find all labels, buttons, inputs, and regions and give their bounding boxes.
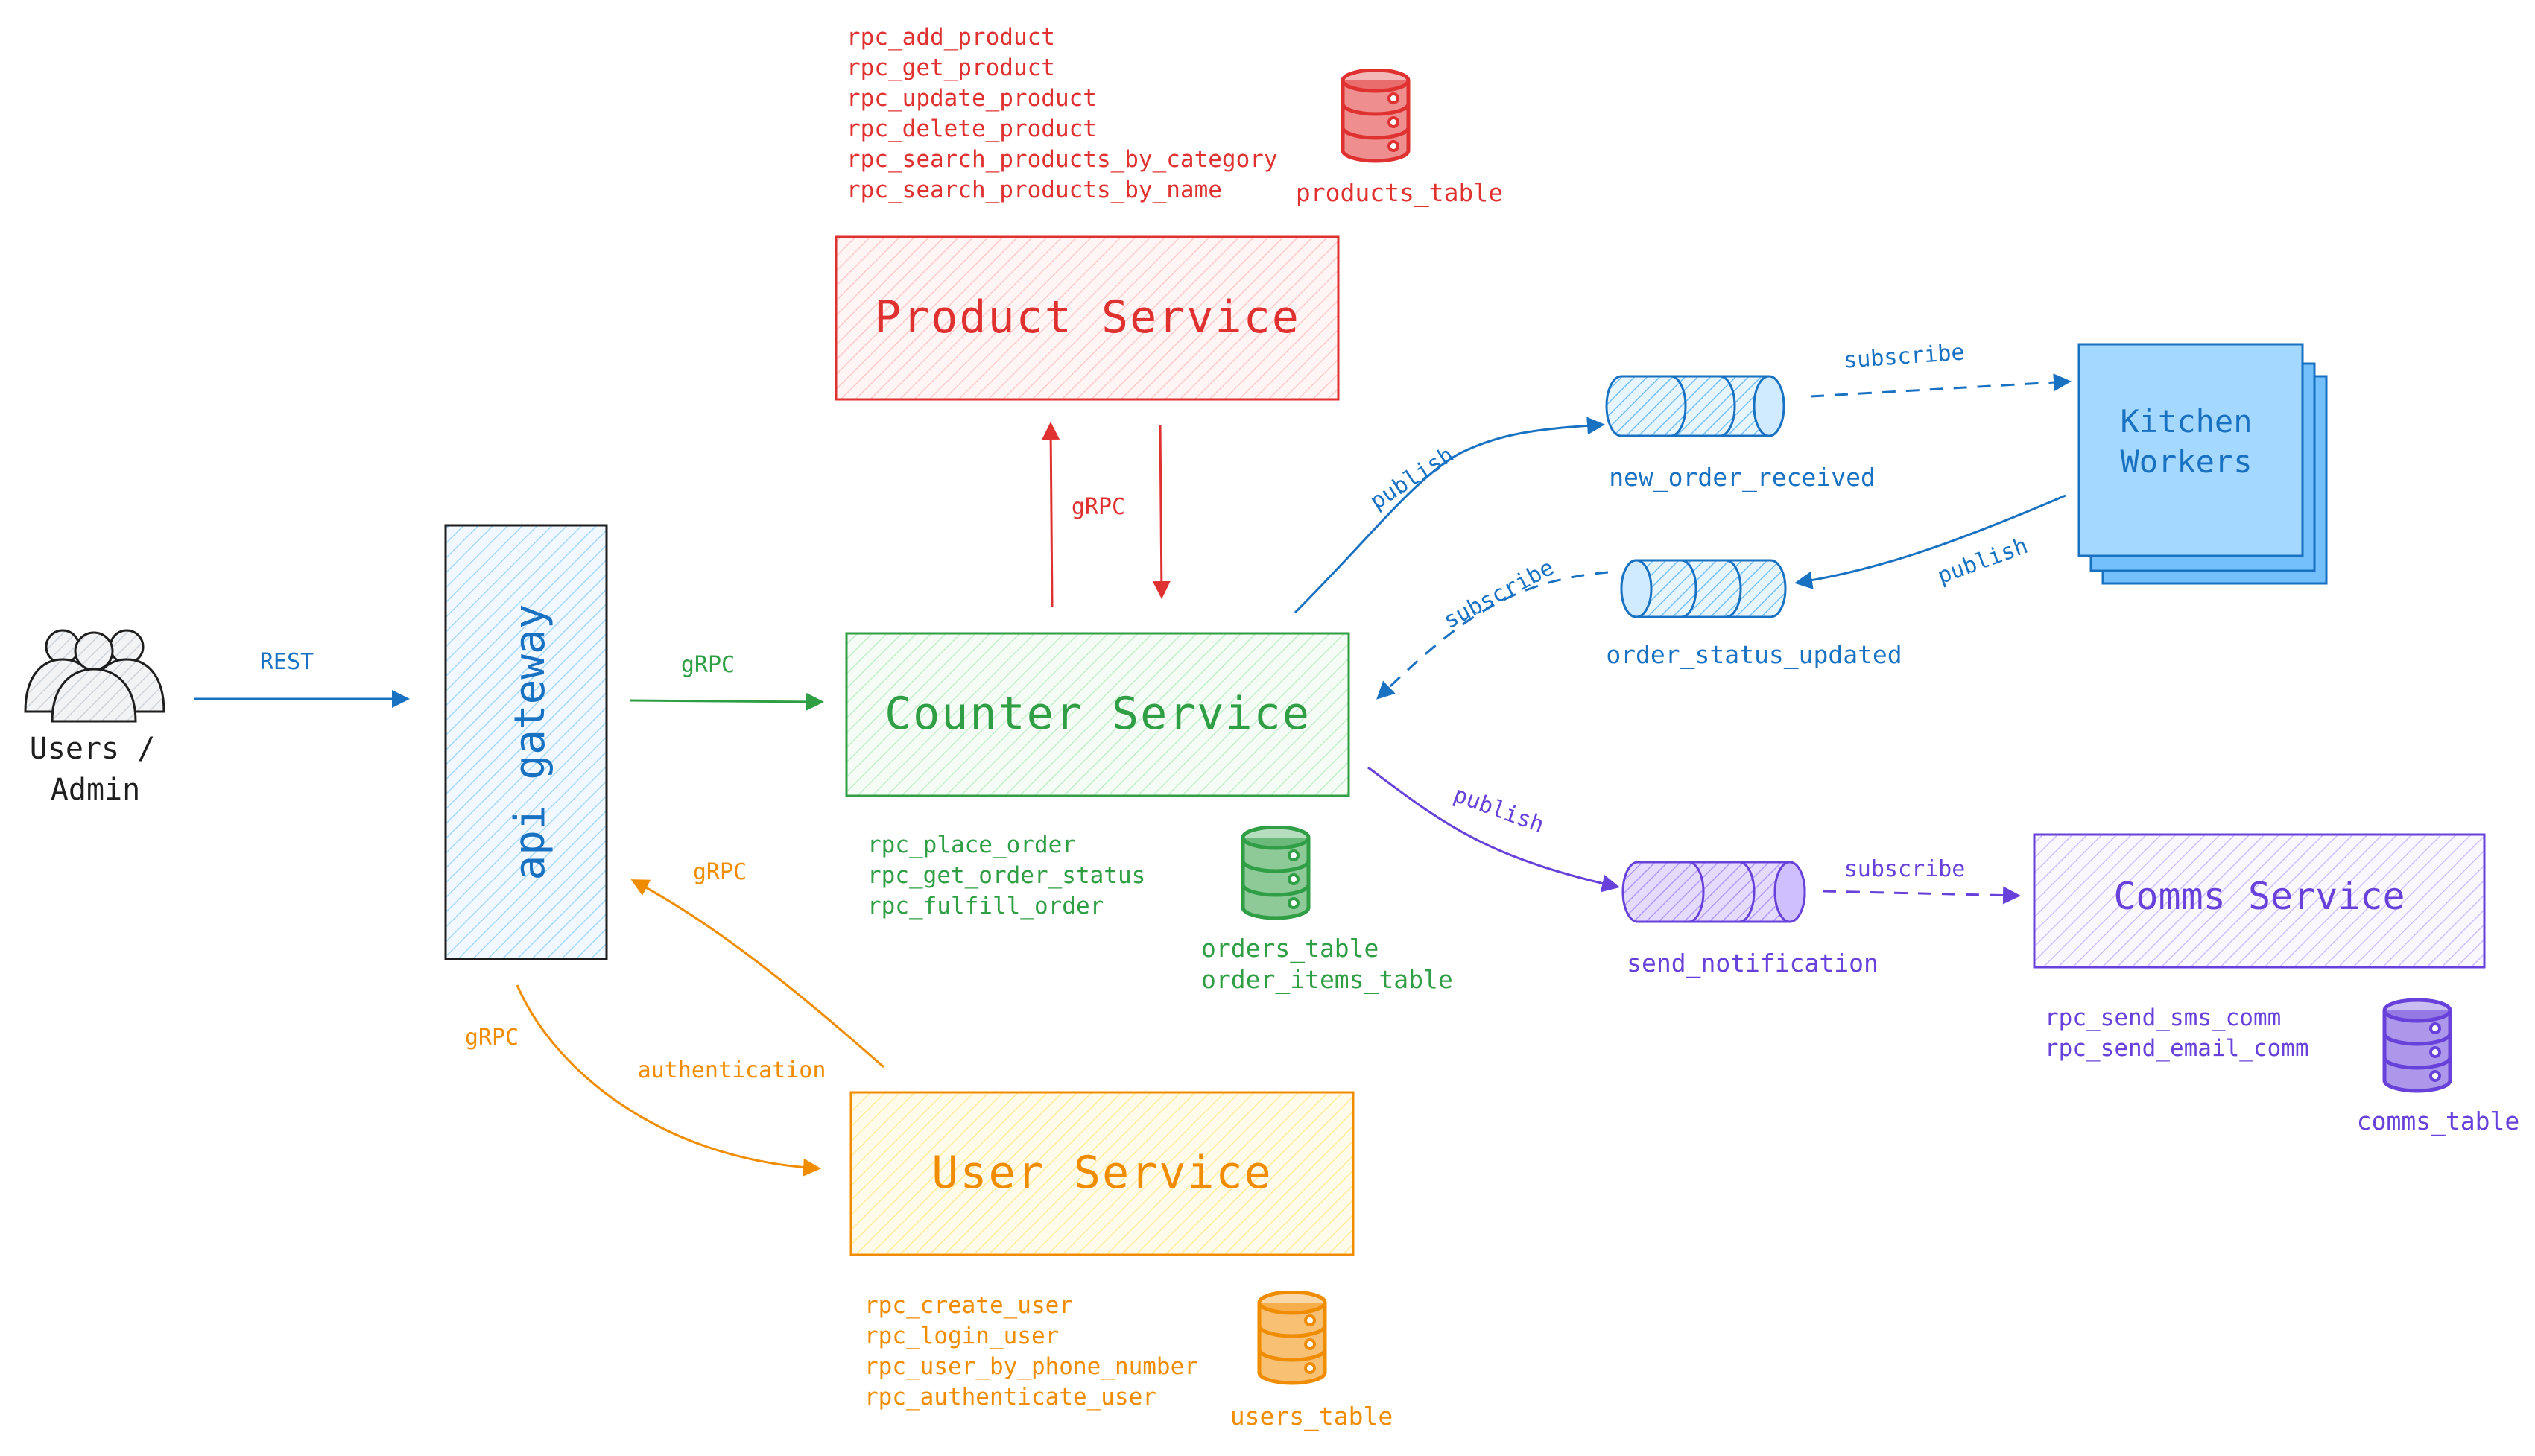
database-icon <box>1343 70 1408 161</box>
queue-send-notification[interactable]: send_notification <box>1621 861 1879 978</box>
counter-service-title: Counter Service <box>884 688 1311 740</box>
api-gateway[interactable]: api gateway <box>444 524 608 960</box>
product-rpc-2: rpc_get_product <box>846 54 1055 81</box>
counter-rpc-1: rpc_place_order <box>867 832 1076 858</box>
edge-kitchen-subscribe-new-order: subscribe <box>1810 339 2072 398</box>
comms-table-label: comms_table <box>2357 1107 2520 1136</box>
edge-kitchen-publish-status: publish <box>1794 494 2066 589</box>
edge-counter-product: gRPC <box>1042 422 1171 608</box>
product-rpc-6: rpc_search_products_by_name <box>846 177 1222 203</box>
order-items-table-label: order_items_table <box>1201 965 1453 995</box>
user-service[interactable]: User Service <box>849 1091 1355 1256</box>
product-service-title: Product Service <box>874 291 1300 344</box>
kitchen-workers[interactable]: Kitchen Workers <box>2077 343 2328 585</box>
edge-label-publish-new-order: publish <box>1365 442 1458 515</box>
user-rpc-3: rpc_user_by_phone_number <box>864 1353 1198 1380</box>
edge-gateway-to-counter: gRPC <box>629 652 824 711</box>
kitchen-workers-line2: Workers <box>2120 443 2252 480</box>
user-service-rpc-list: rpc_create_user rpc_login_user rpc_user_… <box>864 1292 1198 1411</box>
products-table-db: products_table <box>1296 70 1503 208</box>
database-icon <box>1243 827 1308 918</box>
queue-icon <box>1620 559 1787 618</box>
edge-label-grpc-counter-product: gRPC <box>1072 494 1125 520</box>
comms-service-rpc-list: rpc_send_sms_comm rpc_send_email_comm <box>2045 1004 2309 1062</box>
edge-users-to-gateway: REST <box>194 649 410 708</box>
user-rpc-2: rpc_login_user <box>864 1323 1059 1349</box>
product-rpc-3: rpc_update_product <box>846 85 1097 112</box>
database-icon <box>2384 1000 2450 1091</box>
comms-table-db: comms_table <box>2357 1000 2520 1136</box>
edge-user-to-gateway: gRPC <box>630 859 884 1069</box>
users-label-line1: Users / <box>30 732 156 766</box>
edge-label-grpc-user-gateway: gRPC <box>693 859 747 885</box>
edge-label-grpc-gateway-user: gRPC <box>465 1025 519 1051</box>
counter-rpc-2: rpc_get_order_status <box>867 862 1145 889</box>
edge-label-grpc-gateway-counter: gRPC <box>681 652 735 678</box>
comms-rpc-2: rpc_send_email_comm <box>2045 1035 2309 1062</box>
queue-new-order-received[interactable]: new_order_received <box>1605 375 1876 493</box>
edge-label-publish-notification: publish <box>1450 782 1548 838</box>
product-rpc-1: rpc_add_product <box>846 24 1055 51</box>
users-admin-actor[interactable]: Users / Admin <box>24 629 165 807</box>
queue-icon <box>1621 861 1806 923</box>
queue-icon <box>1605 375 1785 437</box>
queue-label-send-notification: send_notification <box>1627 949 1879 978</box>
edge-label-subscribe-kitchen: subscribe <box>1843 339 1966 373</box>
edge-label-authentication: authentication <box>638 1057 826 1083</box>
edge-comms-subscribe-notification: subscribe <box>1822 856 2021 905</box>
queue-label-order-status: order_status_updated <box>1606 640 1902 670</box>
comms-service-title: Comms Service <box>2113 875 2405 918</box>
counter-service[interactable]: Counter Service <box>845 632 1350 797</box>
queue-order-status-updated[interactable]: order_status_updated <box>1606 559 1902 670</box>
edge-counter-publish-notification: publish <box>1367 766 1620 893</box>
orders-table-db: orders_table order_items_table <box>1201 827 1453 995</box>
edge-gateway-to-user: gRPC authentication <box>465 984 826 1177</box>
edge-counter-publish-new-order: publish <box>1294 417 1605 614</box>
users-table-label: users_table <box>1230 1402 1393 1431</box>
database-icon <box>1259 1292 1325 1383</box>
product-rpc-5: rpc_search_products_by_category <box>846 146 1278 173</box>
product-service[interactable]: Product Service <box>835 235 1340 401</box>
queue-label-new-order: new_order_received <box>1609 463 1876 493</box>
edge-label-rest: REST <box>260 649 314 675</box>
edge-label-subscribe-comms: subscribe <box>1844 856 1966 882</box>
counter-rpc-3: rpc_fulfill_order <box>867 893 1104 920</box>
kitchen-workers-line1: Kitchen <box>2120 403 2252 440</box>
comms-rpc-1: rpc_send_sms_comm <box>2045 1004 2281 1031</box>
users-table-db: users_table <box>1230 1292 1393 1431</box>
users-group-icon <box>24 629 165 723</box>
product-rpc-4: rpc_delete_product <box>846 115 1097 142</box>
api-gateway-label: api gateway <box>506 604 554 881</box>
edge-counter-subscribe-status: subscribe <box>1376 554 1609 700</box>
users-label-line2: Admin <box>51 773 140 807</box>
product-service-rpc-list: rpc_add_product rpc_get_product rpc_upda… <box>846 24 1278 203</box>
counter-service-rpc-list: rpc_place_order rpc_get_order_status rpc… <box>867 832 1145 920</box>
comms-service[interactable]: Comms Service <box>2033 833 2486 969</box>
user-rpc-4: rpc_authenticate_user <box>864 1384 1156 1411</box>
orders-table-label: orders_table <box>1201 934 1379 963</box>
user-rpc-1: rpc_create_user <box>864 1292 1073 1319</box>
user-service-title: User Service <box>931 1147 1272 1199</box>
edge-label-subscribe-counter: subscribe <box>1440 554 1559 634</box>
products-table-label: products_table <box>1296 178 1503 208</box>
